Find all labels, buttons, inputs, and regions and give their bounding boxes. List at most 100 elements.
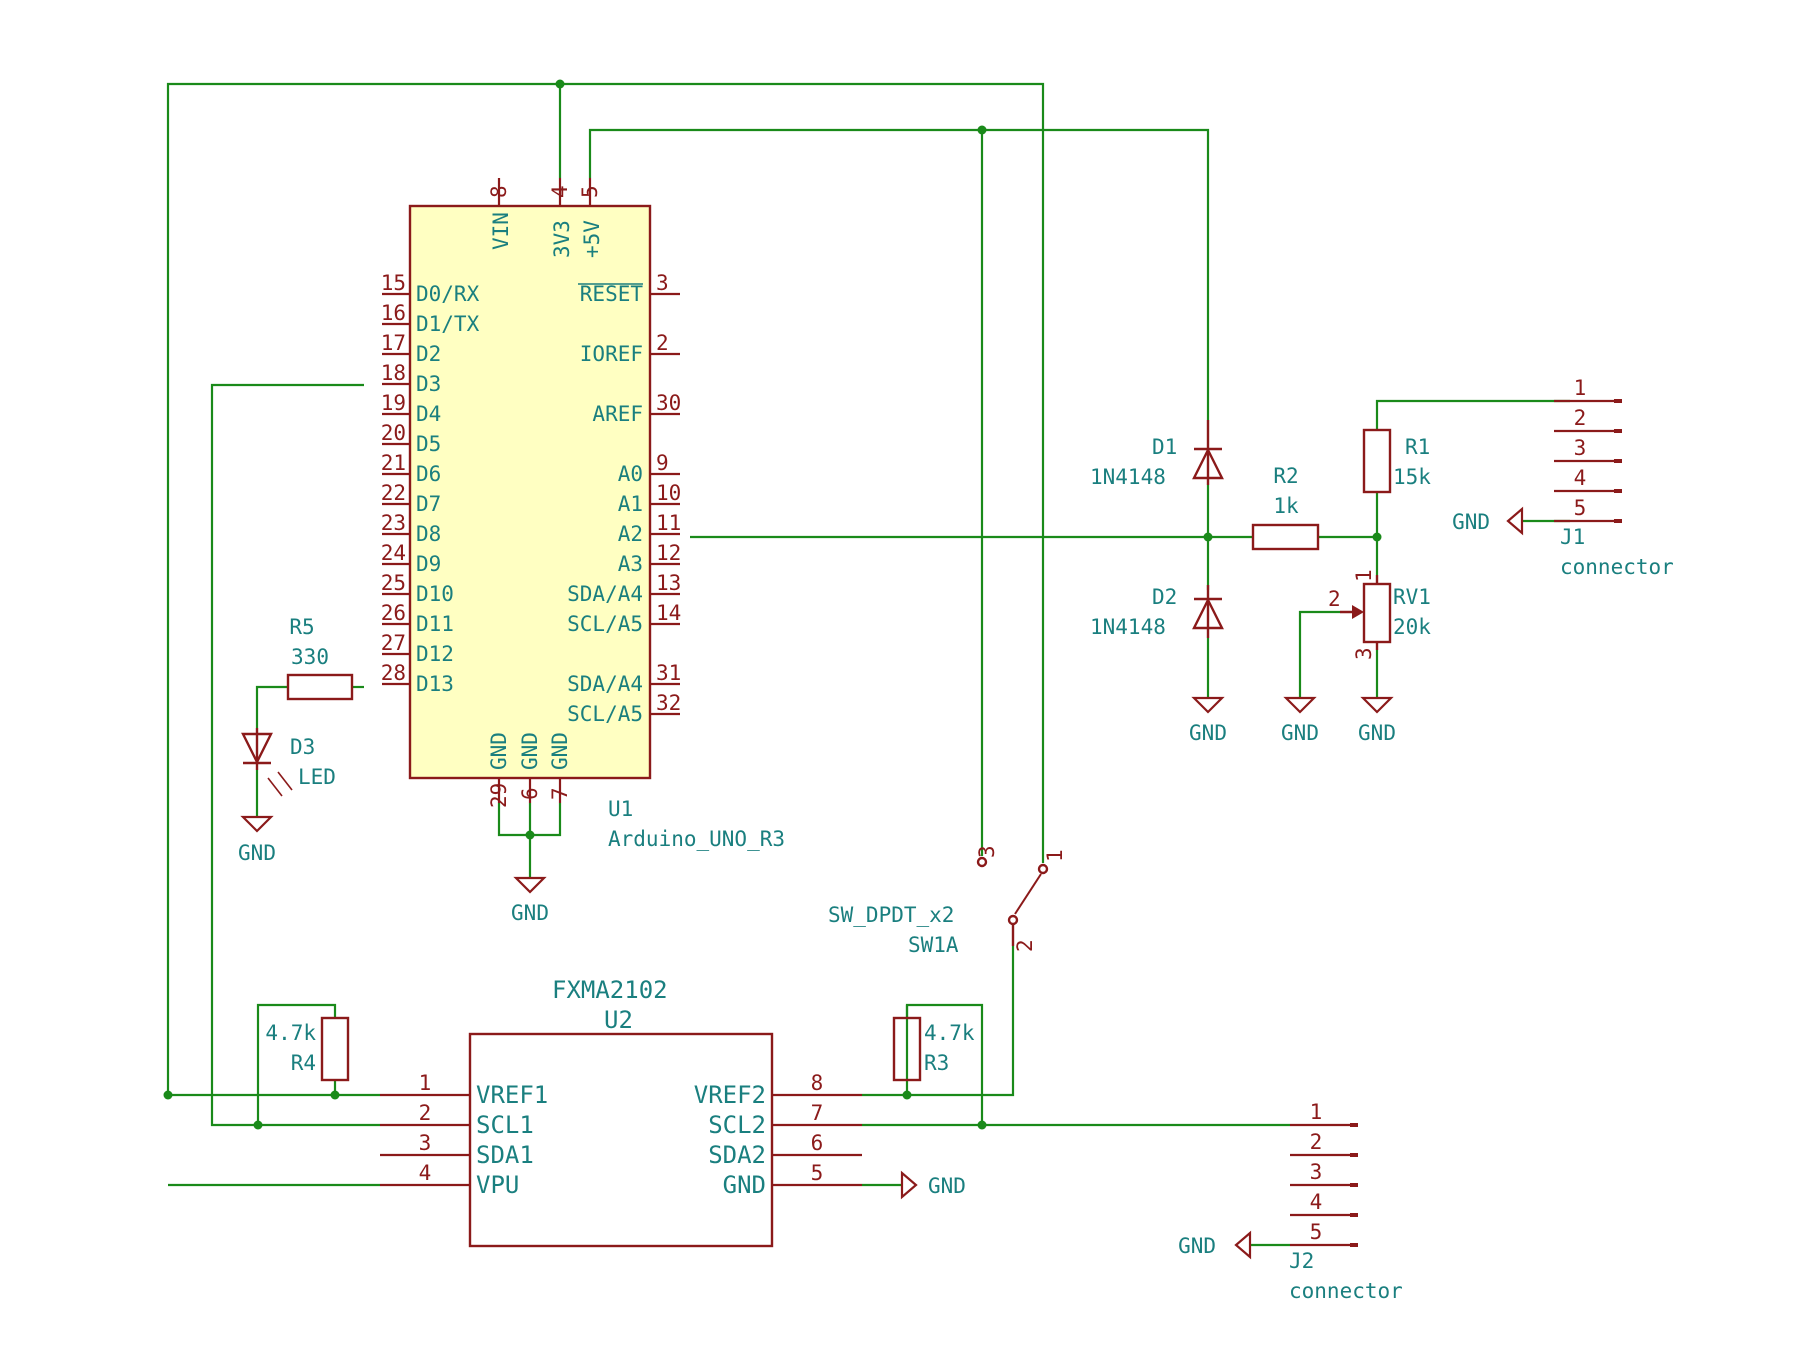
gnd-label: GND (1178, 1234, 1216, 1258)
u1-pin-num: 13 (656, 571, 681, 595)
r5-ref: R5 (289, 615, 314, 639)
u1-pin-num: 20 (381, 421, 406, 445)
u1-pin-gnd29-num: 29 (487, 783, 511, 808)
u1-pin-gnd6-num: 6 (518, 787, 542, 800)
sw-lever (1014, 873, 1042, 915)
u1-pin-num: 16 (381, 301, 406, 325)
resistor-r5[interactable]: R5 330 (286, 615, 354, 701)
u1-pin-num: 10 (656, 481, 681, 505)
r1-value: 15k (1393, 465, 1431, 489)
rv1-wiper-arrow (1352, 605, 1364, 619)
sw-contact-3 (976, 856, 988, 868)
u1-pin-num: 28 (381, 661, 406, 685)
junction-dot (977, 125, 987, 135)
d3-triangle (241, 732, 273, 765)
junction-dot (1203, 532, 1213, 542)
r3-value: 4.7k (924, 1021, 975, 1045)
diode-d1[interactable]: D1 1N4148 (1090, 420, 1224, 489)
sw-ref: SW1A (908, 933, 959, 957)
sw-pin1: 1 (1043, 849, 1067, 862)
wire-3v3-rail (166, 82, 1045, 1095)
resistor-r2[interactable]: R2 1k (1251, 464, 1320, 551)
u2-pin-num: 2 (419, 1101, 432, 1125)
gnd-label: GND (1189, 721, 1227, 745)
u1-pin-name: D2 (416, 342, 441, 366)
rv1-value: 20k (1393, 615, 1431, 639)
u1-pin-name: D3 (416, 372, 441, 396)
resistor-r4[interactable]: 4.7k R4 (265, 1016, 350, 1082)
led-d3[interactable]: D3 LED (241, 728, 336, 797)
wire-5v-rail (588, 128, 1210, 420)
u1-pin-name: IOREF (580, 342, 643, 366)
u1-pin-name: D12 (416, 642, 454, 666)
u1-pin-num: 27 (381, 631, 406, 655)
j2-ref: J2 (1289, 1249, 1314, 1273)
junction-dot (253, 1120, 263, 1130)
u2-pin-name: SDA1 (476, 1141, 534, 1169)
u2-pin-name: SCL1 (476, 1111, 534, 1139)
rv1-pin3: 3 (1352, 647, 1376, 660)
u1-body (408, 204, 652, 780)
u2-pin-num: 7 (811, 1101, 824, 1125)
j2-pin-num: 4 (1310, 1190, 1323, 1214)
d2-triangle (1192, 597, 1224, 630)
u1-pin-num: 18 (381, 361, 406, 385)
junction-dot (902, 1090, 912, 1100)
u1-pin-num: 31 (656, 661, 681, 685)
u1-pin-num: 26 (381, 601, 406, 625)
d3-light-arrow (277, 771, 293, 791)
ground-icon (1283, 696, 1317, 714)
j1-ref: J1 (1560, 525, 1585, 549)
u1-pin-num: 14 (656, 601, 681, 625)
u1-pin-name: D13 (416, 672, 454, 696)
u1-pin-name: A0 (618, 462, 643, 486)
resistor-r3[interactable]: 4.7k R3 (892, 1016, 975, 1082)
ground-icon (1234, 1230, 1252, 1260)
gnd-label: GND (511, 901, 549, 925)
u1-pin-num: 12 (656, 541, 681, 565)
rv1-ref: RV1 (1393, 585, 1431, 609)
u2-pin-name: GND (723, 1171, 766, 1199)
j1-pin-num: 3 (1574, 436, 1587, 460)
u1-pin-name: D5 (416, 432, 441, 456)
u1-pin-name: A1 (618, 492, 643, 516)
u2-pin-num: 4 (419, 1161, 432, 1185)
wire-r4-loop (256, 1003, 337, 1125)
ground-icon (240, 815, 274, 833)
u1-pin-name: D8 (416, 522, 441, 546)
potentiometer-rv1[interactable]: 1 2 3 RV1 20k (1328, 569, 1431, 660)
sw-contact-2 (1007, 914, 1019, 926)
u1-pin-num: 21 (381, 451, 406, 475)
r3-ref: R3 (924, 1051, 949, 1075)
u1-pin-gnd6-name: GND (518, 732, 542, 770)
switch-sw1a[interactable]: 3 1 2 SW_DPDT_x2 SW1A (828, 845, 1067, 957)
wire-r1-j1 (1375, 399, 1570, 430)
u1-pin-name: D0/RX (416, 282, 480, 306)
u1-pin-num: 25 (381, 571, 406, 595)
gnd-label: GND (1452, 510, 1490, 534)
ground-icon (1506, 506, 1524, 536)
ground-icon (1191, 696, 1225, 714)
j1-pin-num: 4 (1574, 466, 1587, 490)
u2-pin-name: VREF2 (694, 1081, 766, 1109)
u2-pin-num: 6 (811, 1131, 824, 1155)
gnd-label: GND (1358, 721, 1396, 745)
u1-pin-gnd7-name: GND (548, 732, 572, 770)
resistor-r1[interactable]: R1 15k (1362, 428, 1431, 494)
j1-pin-num: 2 (1574, 406, 1587, 430)
j1-pin-num: 5 (1574, 496, 1587, 520)
diode-d2[interactable]: D2 1N4148 (1090, 585, 1224, 639)
sw-pin2: 2 (1013, 939, 1037, 952)
u1-pin-num: 15 (381, 271, 406, 295)
wires (166, 82, 1570, 1247)
u1-ref: U1 (608, 797, 633, 821)
j1-value: connector (1560, 555, 1674, 579)
gnd-label: GND (1281, 721, 1319, 745)
u1-pin-name: SDA/A4 (567, 672, 643, 696)
wire-r5-led (255, 685, 288, 728)
